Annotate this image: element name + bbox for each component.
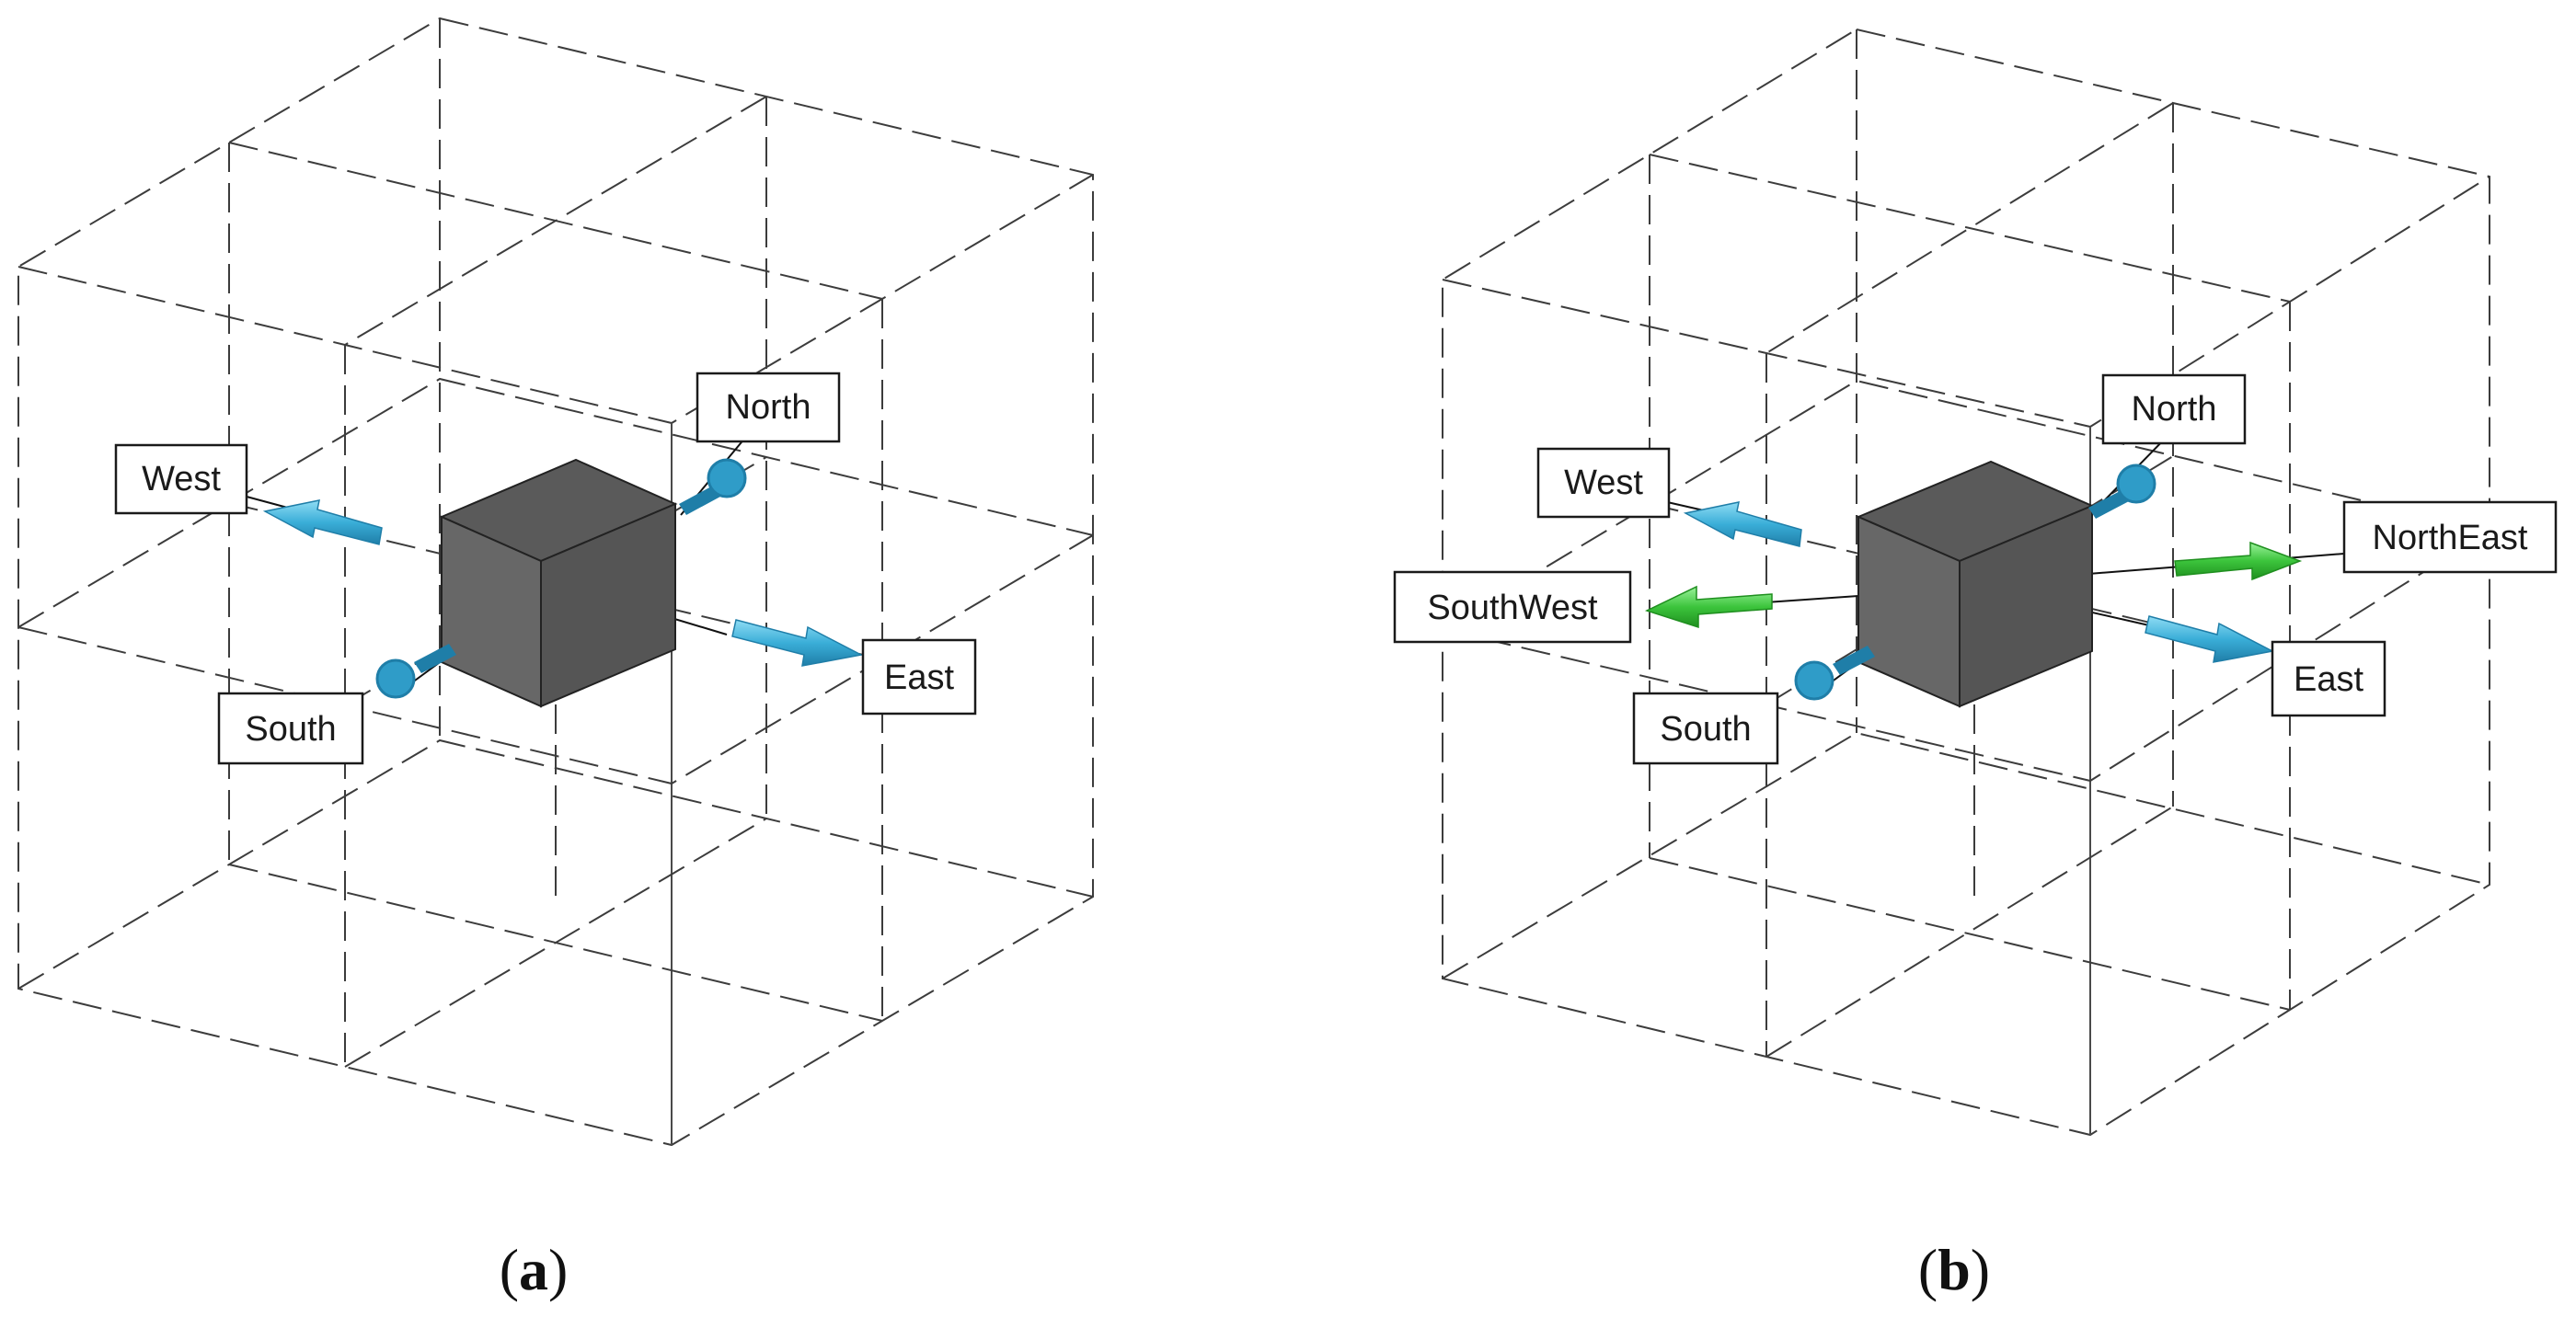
label-east: East (861, 638, 977, 716)
svg-text:West: West (1564, 464, 1643, 502)
arrow-north (2088, 464, 2156, 519)
caption-a: (a) (500, 1237, 569, 1302)
svg-text:North: North (726, 388, 811, 427)
svg-text:South: South (245, 710, 336, 749)
svg-text:South: South (1660, 710, 1751, 749)
arrow-east (2145, 615, 2275, 663)
arrow-south (1794, 646, 1875, 701)
label-west: West (114, 443, 248, 515)
label-east: East (2271, 640, 2386, 717)
arrow-south (375, 644, 456, 699)
svg-text:East: East (884, 658, 954, 697)
label-south: South (217, 692, 364, 765)
svg-text:SouthWest: SouthWest (1427, 589, 1598, 627)
lattice-grid (17, 17, 1094, 1147)
center-cube (1856, 460, 2095, 708)
label-west: West (1536, 447, 1671, 519)
arrow-west (262, 499, 383, 545)
arrow-west (1683, 501, 1802, 547)
arrow-northeast (2174, 541, 2303, 581)
arrow-east (731, 619, 864, 667)
label-north: North (2101, 373, 2247, 445)
center-cube (439, 458, 678, 708)
panel-b: North West East South NorthEast SouthWes… (1393, 28, 2558, 1302)
label-south: South (1632, 692, 1779, 765)
caption-b: (b) (1918, 1237, 1990, 1302)
arrow-southwest (1644, 585, 1773, 629)
svg-text:North: North (2132, 390, 2217, 429)
label-northeast: NorthEast (2342, 500, 2558, 574)
label-north: North (696, 372, 841, 443)
label-southwest: SouthWest (1393, 570, 1632, 644)
svg-text:NorthEast: NorthEast (2373, 519, 2528, 557)
svg-text:West: West (142, 460, 221, 498)
panel-a: North West East South (a) (17, 17, 1094, 1302)
arrow-north (679, 458, 747, 515)
svg-text:East: East (2294, 660, 2363, 699)
